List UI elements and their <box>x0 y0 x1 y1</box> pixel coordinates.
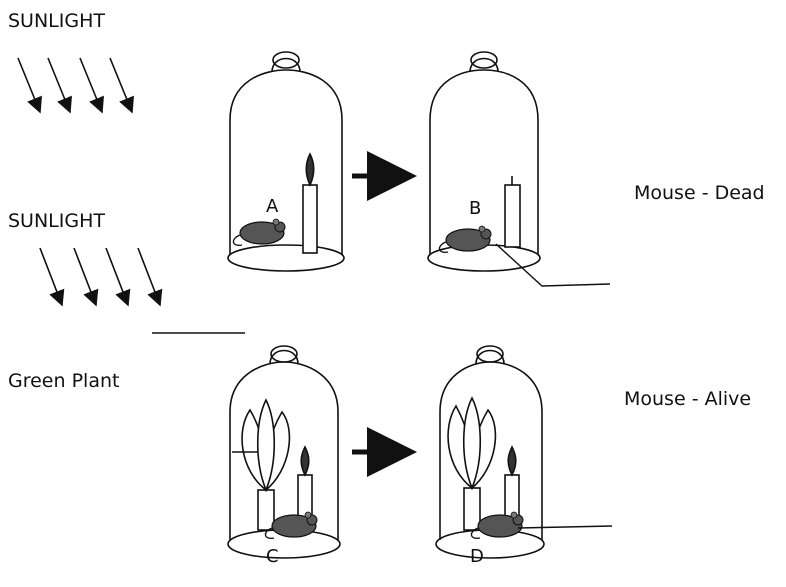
mouse-dead-label: Mouse - Dead <box>634 182 765 204</box>
sunlight-arrows-middle <box>40 248 160 305</box>
sunlight-arrows-top <box>18 58 132 112</box>
jar-label-d: D <box>470 546 484 567</box>
jar-d <box>436 346 544 558</box>
jar-label-b: B <box>469 198 481 219</box>
sunlight-label-middle: SUNLIGHT <box>8 210 105 232</box>
green-plant-label: Green Plant <box>8 370 119 392</box>
jar-a <box>228 52 344 271</box>
mouse-alive-pointer <box>518 526 612 528</box>
jar-b <box>428 52 540 271</box>
jar-c <box>228 346 340 558</box>
sunlight-label-top: SUNLIGHT <box>8 10 105 32</box>
jar-label-a: A <box>266 196 278 217</box>
mouse-alive-label: Mouse - Alive <box>624 388 751 410</box>
mouse-dead-pointer <box>496 244 610 286</box>
jar-label-c: C <box>266 546 279 567</box>
